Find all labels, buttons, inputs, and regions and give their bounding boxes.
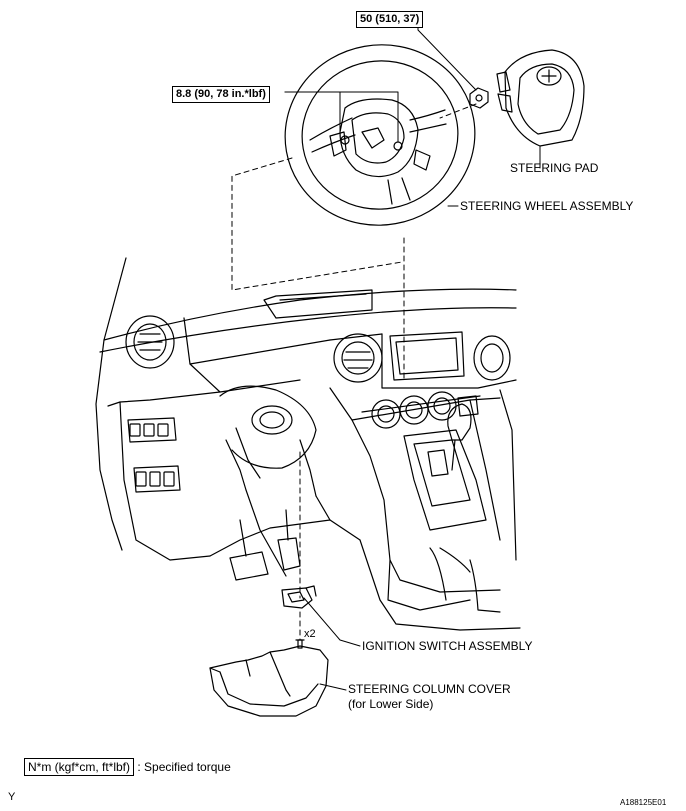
ignition-switch-label: IGNITION SWITCH ASSEMBLY [362,639,533,653]
torque-label-nut: 50 (510, 37) [356,11,424,28]
corner-mark: Y [8,791,16,803]
steering-pad-drawing [496,49,585,147]
steering-wheel-drawing [284,44,476,226]
dashed-guides [231,103,477,641]
ignition-switch-drawing [281,585,317,649]
column-cover-drawing [209,645,329,717]
torque-legend: N*m (kgf*cm, ft*lbf) : Specified torque [24,758,231,776]
steering-wheel-label: STEERING WHEEL ASSEMBLY [460,199,634,213]
torque-label-screw: 8.8 (90, 78 in.*lbf) [172,86,270,103]
figure-code: A188125E01 [620,798,667,807]
screw-quantity-label: x2 [304,628,316,640]
column-cover-sublabel: (for Lower Side) [348,697,434,711]
leader-lines [284,19,541,691]
steering-pad-label: STEERING PAD [510,161,599,175]
column-cover-label: STEERING COLUMN COVER [348,682,511,696]
steering-wheel-nut-drawing [469,87,489,109]
torque-legend-text: : Specified torque [137,760,231,774]
instrument-panel-drawing [95,257,521,631]
torque-legend-unit-box: N*m (kgf*cm, ft*lbf) [24,758,135,776]
